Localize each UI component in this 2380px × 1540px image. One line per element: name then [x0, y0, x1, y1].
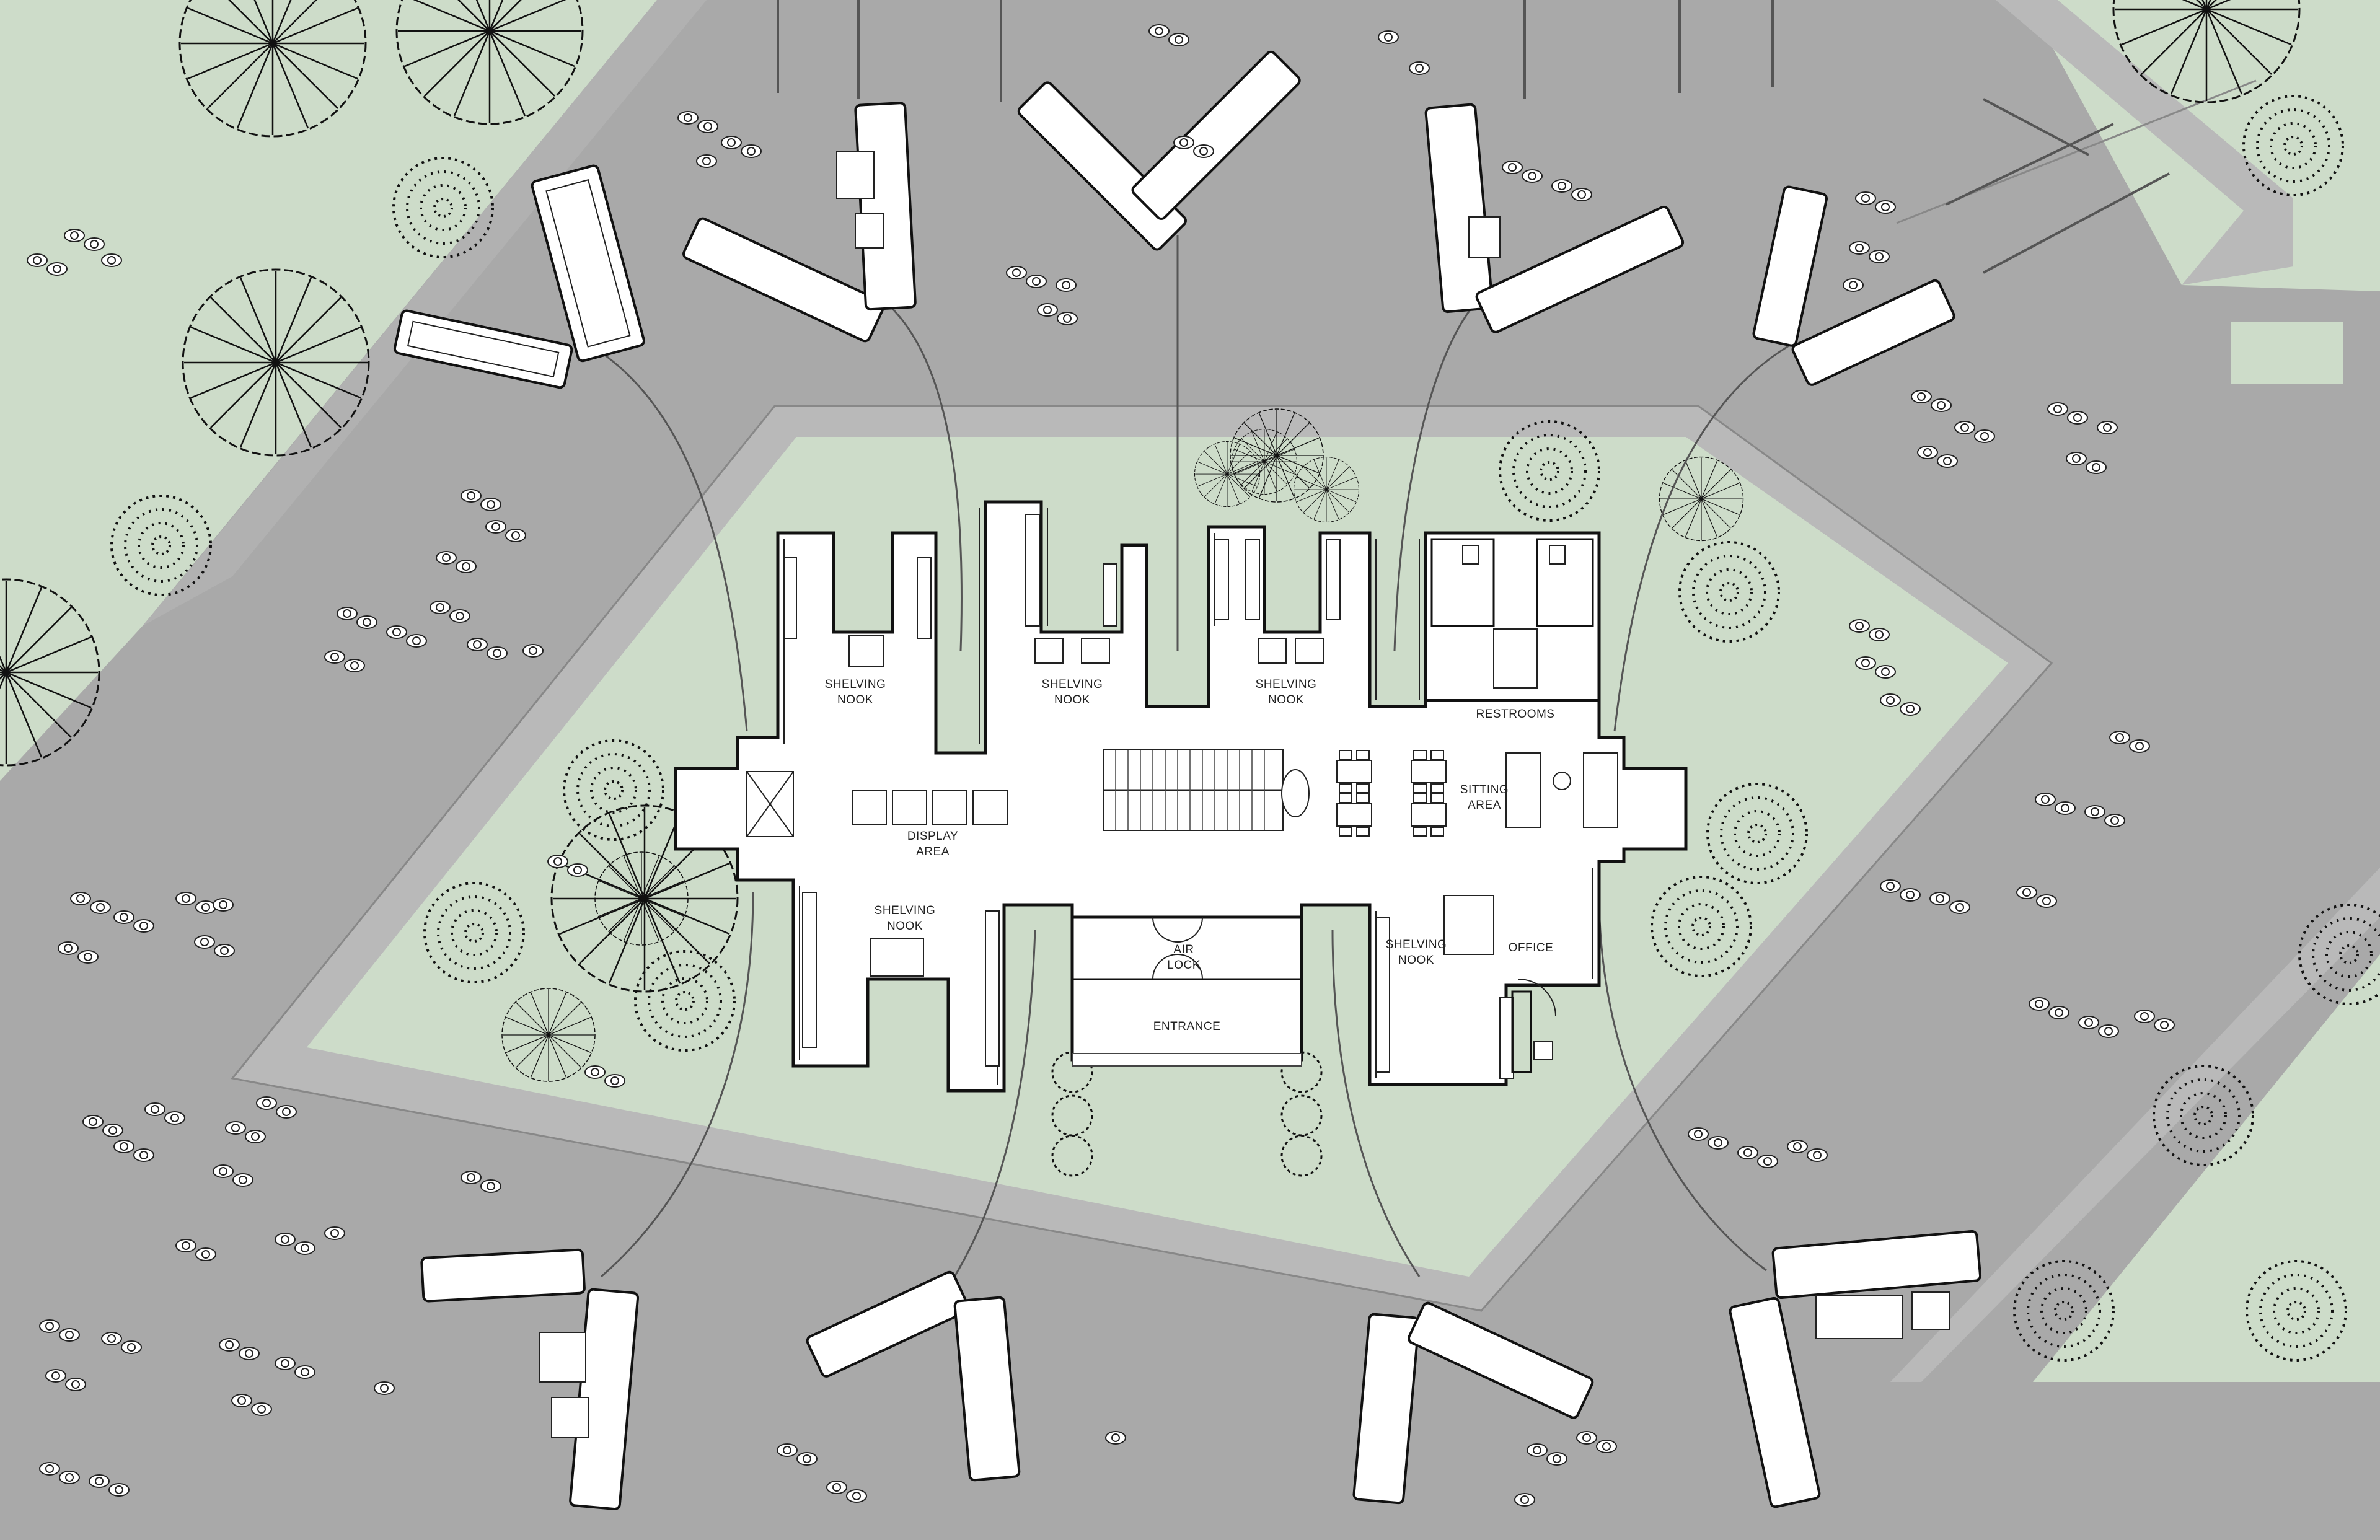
- label-sitting-area-b: AREA: [1468, 799, 1501, 812]
- label-shelving-nook-1b: NOOK: [837, 693, 873, 706]
- library-building: SHELVING NOOK SHELVING NOOK SHELVING NOO…: [674, 500, 1688, 1093]
- road-west: [143, 0, 707, 626]
- lawn-east-lot: [2231, 322, 2343, 384]
- label-shelving-nook-1: SHELVING: [825, 678, 886, 691]
- label-shelving-nook-5: SHELVING: [1386, 938, 1447, 951]
- label-office: OFFICE: [1509, 941, 1554, 954]
- kiosk-sw: [420, 1248, 640, 1510]
- kiosk-n-right: [1424, 103, 1685, 333]
- label-shelving-nook-5b: NOOK: [1398, 954, 1434, 967]
- kiosk-ne: [1752, 185, 1955, 386]
- label-air-lock: AIR: [1173, 943, 1194, 956]
- label-entrance: ENTRANCE: [1153, 1020, 1221, 1033]
- kiosk-paths: [582, 235, 1798, 1278]
- tree-radial-6: [1230, 408, 1324, 503]
- label-shelving-nook-3b: NOOK: [1268, 693, 1304, 706]
- restroom-fixtures: [1426, 538, 1599, 702]
- kiosk-s-right: [1352, 1301, 1594, 1505]
- kiosk-nw: [393, 163, 646, 389]
- kiosk-s-left: [806, 1270, 1021, 1482]
- label-sitting-area: SITTING: [1460, 783, 1509, 796]
- road-east: [1996, 0, 2293, 285]
- tree-radial-3: [182, 268, 370, 457]
- kiosk-se: [1729, 1230, 1982, 1508]
- office-fixtures: [1443, 895, 1556, 1073]
- cafe-tables: [1281, 750, 1447, 837]
- label-shelving-nook-2b: NOOK: [1054, 693, 1090, 706]
- label-display-area-b: AREA: [916, 845, 950, 858]
- label-restrooms: RESTROOMS: [1476, 708, 1555, 721]
- airlock-walls: [1072, 915, 1302, 1067]
- label-shelving-nook-2: SHELVING: [1042, 678, 1103, 691]
- label-air-lock-b: LOCK: [1167, 959, 1201, 972]
- sitting-furniture: [1505, 752, 1618, 828]
- staircase: [1103, 749, 1284, 831]
- label-display-area: DISPLAY: [907, 830, 958, 843]
- kiosk-n-left: [682, 102, 917, 343]
- road-southeast: [1890, 868, 2380, 1382]
- parking-stalls-north: [777, 0, 2170, 274]
- kiosk-n-center: [1017, 50, 1301, 251]
- label-shelving-nook-3: SHELVING: [1256, 678, 1317, 691]
- display-tables: [852, 790, 1008, 825]
- label-shelving-nook-4b: NOOK: [887, 920, 923, 933]
- lawn-southeast: [2033, 954, 2380, 1382]
- lawn-northwest: [0, 0, 657, 781]
- elevator: [746, 771, 794, 837]
- label-shelving-nook-4: SHELVING: [875, 904, 936, 917]
